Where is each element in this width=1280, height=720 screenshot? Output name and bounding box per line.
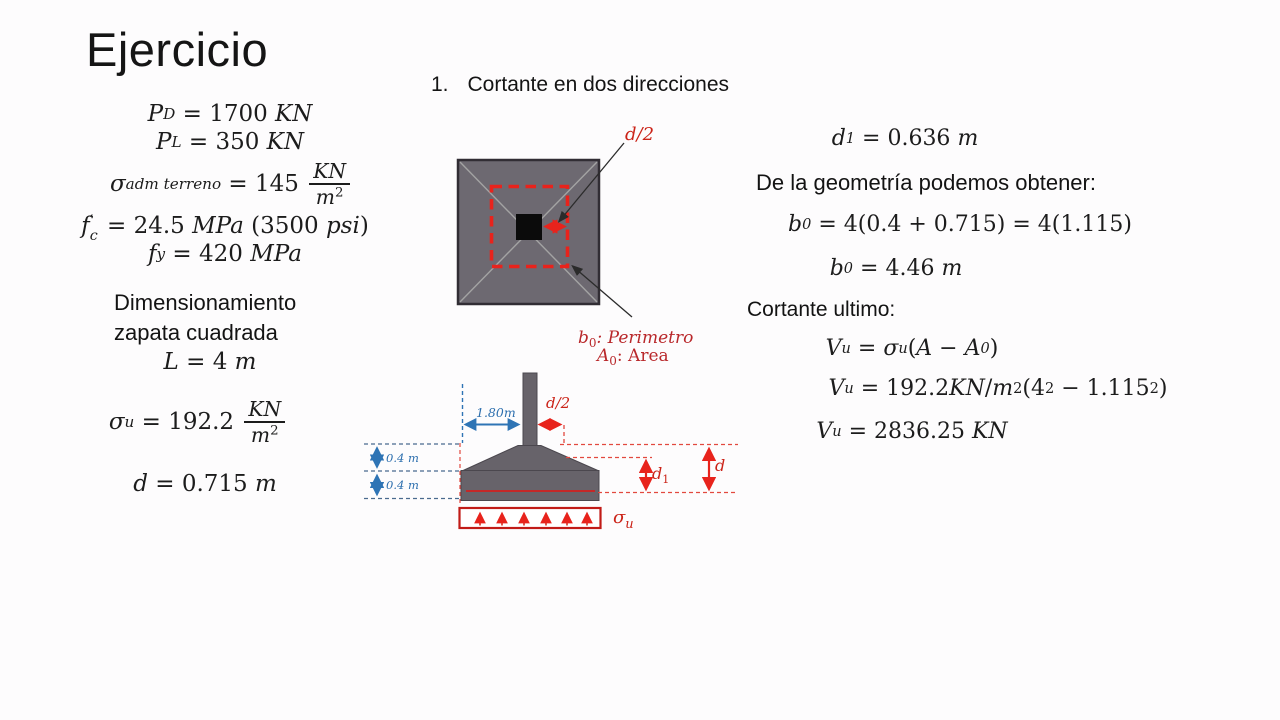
annotation-arrow-perimeter xyxy=(571,264,633,318)
section-heading: 1. Cortante en dos direcciones xyxy=(431,73,729,97)
formula-L: L = 4 m xyxy=(163,349,257,375)
geometry-text: De la geometría podemos obtener: xyxy=(756,170,1096,195)
d-half-label-plan: d/2 xyxy=(625,124,654,145)
b0-perimeter-label: b0: Perimetro xyxy=(578,328,693,350)
footing-slope xyxy=(461,445,600,472)
plan-view-diagram: d/2 b0: Perimetro A0: Area xyxy=(456,124,693,368)
column-plan xyxy=(516,214,542,240)
footing-base xyxy=(460,470,600,501)
dimensioning-line1: Dimensionamiento xyxy=(114,290,297,315)
soil-pressure-arrows xyxy=(474,511,593,526)
heading-label: Cortante en dos direcciones xyxy=(467,73,730,96)
d1-label: d1 xyxy=(652,464,669,486)
dimensioning-text: Dimensionamiento zapata cuadrada xyxy=(114,288,296,348)
a0-area-label: A0: Area xyxy=(595,346,669,368)
cortante-ultimo-text: Cortante ultimo: xyxy=(747,298,896,321)
column-elevation xyxy=(522,372,538,447)
annotation-arrow-d-half xyxy=(557,142,625,223)
h1-label: 0.4 m xyxy=(386,451,419,465)
formula-d: d = 0.715 m xyxy=(133,471,277,497)
h2-label: 0.4 m xyxy=(386,478,419,492)
critical-perimeter-dashed xyxy=(489,184,570,269)
dimensioning-line2: zapata cuadrada xyxy=(114,320,278,345)
heading-number: 1. xyxy=(431,73,449,96)
footing-diagrams: d/2 b0: Perimetro A0: Area 1.80m 0.4 m 0… xyxy=(364,124,738,532)
sigma-u-label: σu xyxy=(613,507,634,532)
d-half-label-elev: d/2 xyxy=(546,394,570,412)
width-label: 1.80m xyxy=(476,405,516,420)
slide-title: Ejercicio xyxy=(86,23,269,76)
formula-fc: f′c = 24.5 MPa (3500 psi) xyxy=(81,212,369,244)
elevation-view-diagram: 1.80m 0.4 m 0.4 m d/2 d1 d xyxy=(364,372,738,532)
d-label: d xyxy=(715,456,725,475)
